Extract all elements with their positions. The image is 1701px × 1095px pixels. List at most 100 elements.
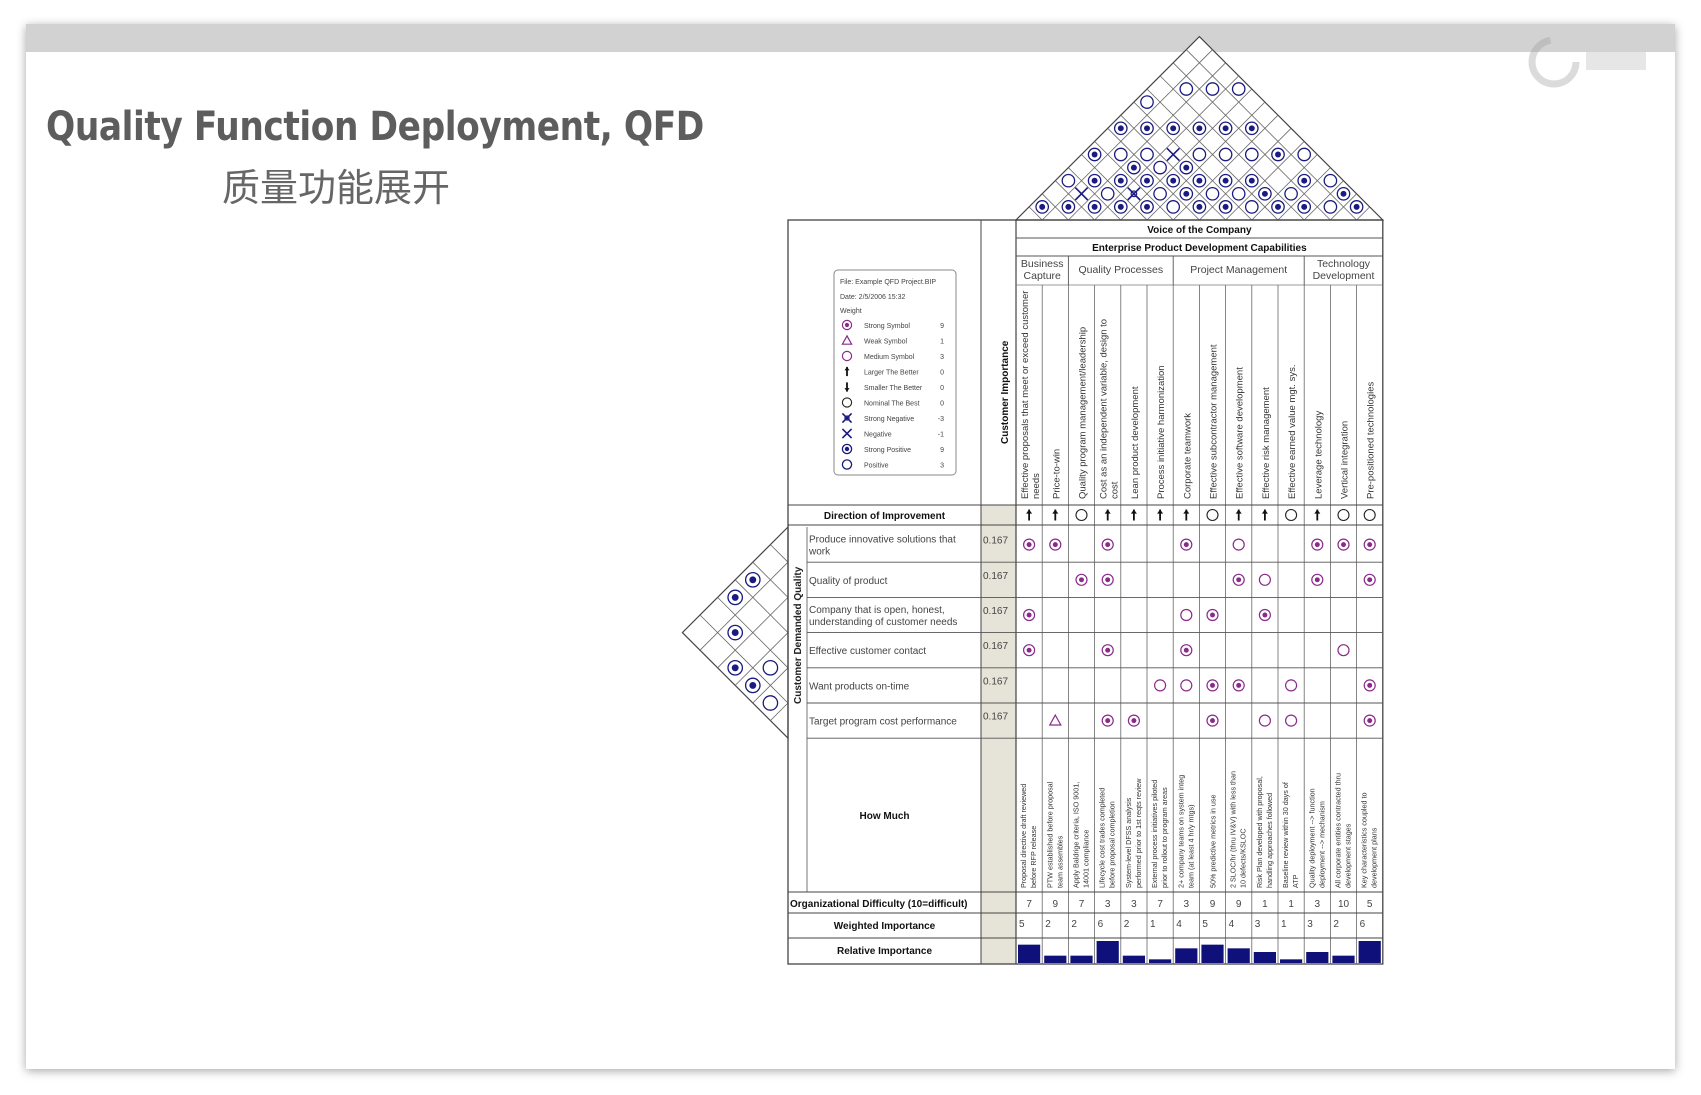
left-roof-correlation-symbol (762, 695, 779, 711)
roof-gridline (1028, 206, 1043, 221)
direction-symbol (1337, 508, 1350, 522)
roof-correlation-symbol (1153, 160, 1167, 175)
medium-symbol-icon (841, 350, 853, 362)
roof-gridline (1133, 101, 1253, 221)
roof-correlation-symbol (1113, 200, 1128, 214)
relative-importance-bar (1175, 948, 1198, 963)
roof-correlation-symbol (1323, 173, 1338, 188)
larger-better-icon (844, 366, 850, 377)
roof-correlation-symbol (1061, 173, 1076, 188)
how-much-target: System-level DFSS analysis (1124, 797, 1133, 888)
roof-correlation-symbol (1218, 147, 1233, 162)
row-label: Company that is open, honest, (809, 605, 945, 616)
direction-symbol (1075, 508, 1088, 522)
relationship-symbol (1232, 538, 1245, 551)
left-roof-correlation-symbol (727, 624, 744, 641)
roof-gridline (1120, 114, 1226, 221)
roof-gridline (1356, 206, 1370, 221)
roof-correlation-symbol (1271, 147, 1285, 162)
roof-correlation-symbol (1336, 186, 1351, 201)
row-importance: 0.167 (983, 536, 1008, 547)
roof-correlation-symbol (1113, 173, 1128, 188)
legend-item-weight: 0 (940, 370, 944, 377)
relationship-symbol (1363, 679, 1376, 692)
column-label: cost (1110, 481, 1121, 499)
left-roof-gridline (717, 597, 789, 669)
row-importance: 0.167 (983, 571, 1008, 582)
negative-icon (841, 428, 853, 439)
legend-item-label: Strong Negative (864, 416, 914, 423)
column-label: Process initiative harmonization (1156, 365, 1167, 499)
roof-correlation-symbol (1271, 200, 1285, 214)
difficulty-value: 9 (1236, 899, 1242, 910)
weighted-importance-label: Weighted Importance (834, 921, 936, 932)
roof-correlation-symbol (1087, 200, 1102, 214)
direction-symbol (1206, 508, 1219, 522)
row-importance: 0.167 (983, 712, 1008, 723)
relationship-symbol (1180, 608, 1193, 622)
relationship-symbol (1048, 713, 1062, 726)
how-much-target: 2 SLOC/hr (thru IV&V) with less than (1229, 771, 1238, 888)
relative-importance-bar (1280, 959, 1303, 963)
roof-gridline (1094, 75, 1239, 221)
roof-correlation-symbol (1166, 173, 1181, 188)
relationship-symbol (1311, 538, 1324, 551)
roof-gridline (1303, 180, 1344, 221)
roof-correlation-symbol (1192, 147, 1207, 162)
roof-correlation-symbol (1297, 147, 1312, 162)
direction-symbol (1157, 509, 1164, 521)
relationship-symbol (1232, 573, 1245, 586)
relationship-symbol (1049, 538, 1062, 551)
weighted-importance-value: 2 (1124, 919, 1130, 930)
direction-symbol (1052, 509, 1059, 521)
difficulty-value: 7 (1026, 899, 1032, 910)
roof-correlation-symbol (1192, 121, 1207, 136)
watermark-logo (1528, 36, 1646, 88)
direction-of-improvement-label: Direction of Improvement (824, 511, 946, 522)
legend-item-weight: 0 (940, 385, 944, 392)
legend-item-label: Larger The Better (864, 370, 919, 377)
direction-symbol (1285, 508, 1298, 522)
legend-item-label: Negative (864, 432, 892, 439)
weighted-importance-value: 1 (1281, 919, 1287, 930)
column-label: Effective risk management (1261, 387, 1272, 499)
column-label: Vertical integration (1340, 421, 1351, 499)
direction-symbol (1235, 509, 1242, 521)
how-much-target: deployment --> mechanism (1317, 801, 1326, 888)
roof-correlation-symbol (1127, 187, 1141, 201)
how-much-target: PTW established before proposal (1045, 781, 1054, 888)
roof-gridline (1251, 154, 1318, 221)
weighted-importance-value: 3 (1307, 919, 1313, 930)
roof-correlation-symbol (1100, 186, 1115, 201)
how-much-target: development plans (1370, 827, 1379, 888)
row-label: Effective customer contact (809, 646, 926, 657)
weighted-importance-value: 2 (1045, 919, 1051, 930)
roof-correlation-symbol (1127, 160, 1141, 175)
relationship-symbol (1101, 644, 1114, 657)
difficulty-value: 3 (1184, 899, 1190, 910)
roof-gridline (1041, 49, 1213, 221)
group-label: Technology (1317, 258, 1371, 270)
how-much-target: External process initiatives piloted (1150, 780, 1159, 888)
roof-gridline (1146, 101, 1266, 221)
group-label: Capture (1024, 270, 1062, 282)
weighted-importance-value: 5 (1019, 919, 1025, 930)
relative-importance-bar (1096, 941, 1119, 963)
relationship-symbol (1022, 644, 1036, 657)
legend-item-weight: 1 (940, 339, 944, 346)
left-roof-correlation-symbol (727, 589, 744, 606)
slide-title: Quality Function Deployment, QFD (46, 104, 704, 150)
weak-symbol-icon (841, 334, 853, 345)
legend-item-label: Smaller The Better (864, 385, 923, 392)
direction-symbol (1363, 508, 1376, 522)
weighted-importance-value: 5 (1202, 919, 1208, 930)
left-roof-correlation-symbol (727, 659, 744, 676)
relationship-symbol (1363, 714, 1376, 727)
roof-correlation-symbol (1218, 200, 1233, 214)
how-much-target: team (at least 4 hr/y mtgs) (1186, 805, 1195, 888)
row-label: Produce innovative solutions that (809, 535, 956, 546)
how-much-target: Key characteristics coupled to (1360, 793, 1369, 888)
weighted-importance-value: 2 (1333, 919, 1339, 930)
weighted-importance-value: 4 (1229, 919, 1235, 930)
weighted-importance-value: 6 (1098, 919, 1104, 930)
